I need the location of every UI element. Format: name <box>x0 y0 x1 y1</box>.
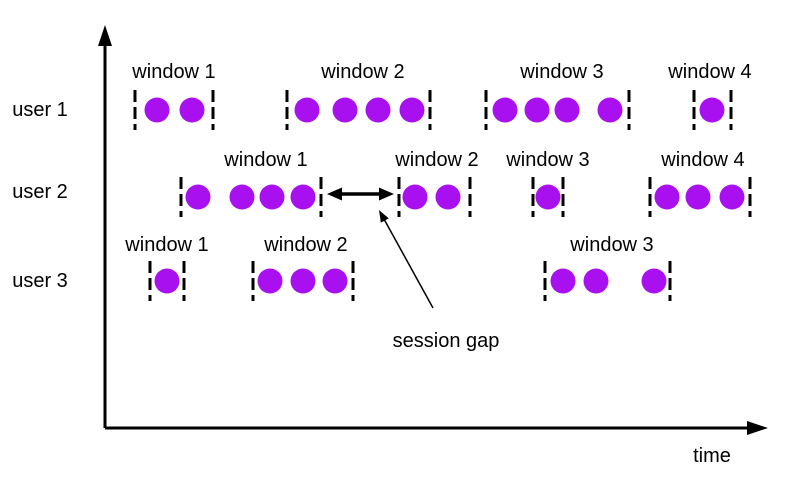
user1-window2-event-dot-4 <box>399 97 425 123</box>
user3-window2-event-dot-2 <box>290 268 316 294</box>
user1-window3-event-dot-4 <box>597 97 623 123</box>
user2-window1-label: window 1 <box>224 149 308 171</box>
time-axis-label: time <box>693 445 731 467</box>
user1-window4-label: window 4 <box>668 61 752 83</box>
session-gap-pointer-arrowhead <box>379 210 389 223</box>
user1-window2-label: window 2 <box>321 61 405 83</box>
user-3-label: user 3 <box>12 270 68 292</box>
y-axis-arrowhead <box>98 25 112 46</box>
user3-window2-event-dot-1 <box>257 268 283 294</box>
user3-window2-label: window 2 <box>264 234 348 256</box>
user3-window3-event-dot-1 <box>550 268 576 294</box>
user-2-label: user 2 <box>12 181 68 203</box>
user2-window1-event-dot-3 <box>259 184 285 210</box>
session-gap-pointer-line <box>382 216 434 309</box>
x-axis-arrowhead <box>747 421 768 435</box>
user2-window4-event-dot-1 <box>654 184 680 210</box>
session-gap-arrowhead-left <box>327 187 342 201</box>
user3-window3-event-dot-2 <box>583 268 609 294</box>
user3-window3-label: window 3 <box>570 234 654 256</box>
user1-window1-label: window 1 <box>132 61 216 83</box>
user3-window2-event-dot-3 <box>322 268 348 294</box>
session-gap-label: session gap <box>392 330 500 352</box>
user2-window1-event-dot-2 <box>229 184 255 210</box>
session-gap-arrowhead-right <box>379 187 394 201</box>
user2-window2-label: window 2 <box>395 149 479 171</box>
user1-window3-label: window 3 <box>520 61 604 83</box>
user1-window3-event-dot-2 <box>524 97 550 123</box>
user2-window3-label: window 3 <box>506 149 590 171</box>
user1-window2-event-dot-3 <box>365 97 391 123</box>
user2-window4-label: window 4 <box>661 149 745 171</box>
user1-window1-event-dot-2 <box>179 97 205 123</box>
user2-window1-event-dot-1 <box>185 184 211 210</box>
user-1-label: user 1 <box>12 99 68 121</box>
user2-window4-event-dot-3 <box>719 184 745 210</box>
user2-window4-event-dot-2 <box>685 184 711 210</box>
user2-window2-event-dot-1 <box>402 184 428 210</box>
user1-window1-event-dot-1 <box>144 97 170 123</box>
user2-window1-event-dot-4 <box>290 184 316 210</box>
user1-window2-event-dot-2 <box>332 97 358 123</box>
user1-window2-event-dot-1 <box>294 97 320 123</box>
user1-window3-event-dot-3 <box>554 97 580 123</box>
user1-window3-event-dot-1 <box>492 97 518 123</box>
user1-window4-event-dot-1 <box>699 97 725 123</box>
user2-window2-event-dot-2 <box>435 184 461 210</box>
user2-window3-event-dot-1 <box>535 184 561 210</box>
user3-window1-event-dot-1 <box>154 268 180 294</box>
user3-window1-label: window 1 <box>125 234 209 256</box>
user3-window3-event-dot-3 <box>641 268 667 294</box>
